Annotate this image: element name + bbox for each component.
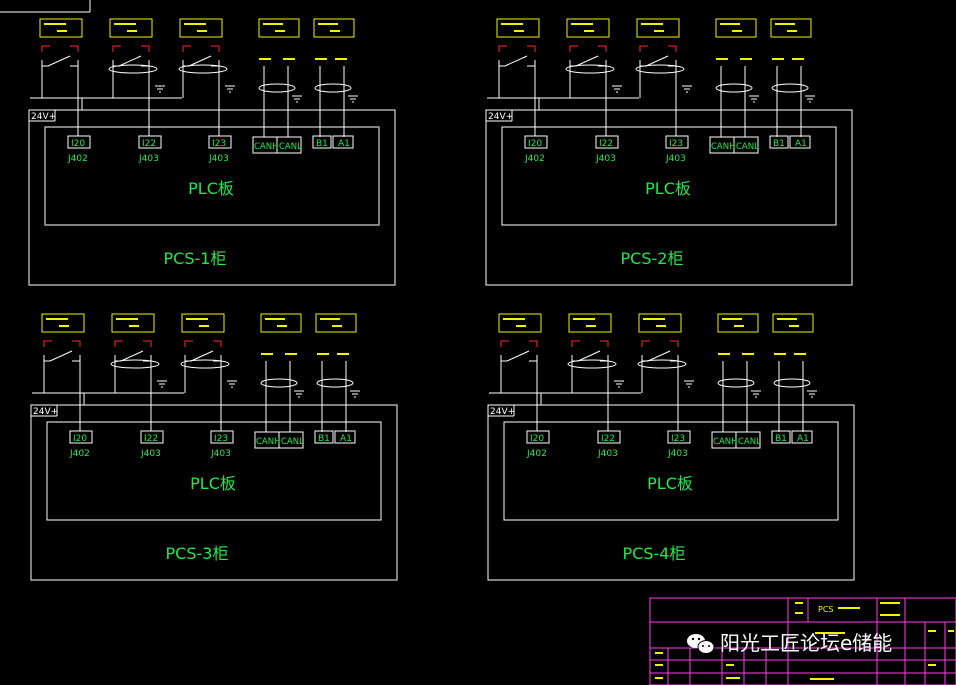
can-l-terminal: CANL: [736, 142, 759, 152]
connector-label: J403: [665, 154, 686, 164]
cabinet-label: PCS-4柜: [623, 544, 686, 563]
connector-label: J402: [526, 449, 547, 459]
cabinet-label: PCS-2柜: [621, 249, 684, 268]
input-terminal: I20: [73, 434, 87, 444]
cabinet-label: PCS-1柜: [164, 249, 227, 268]
input-terminal: I20: [71, 139, 85, 149]
connector-label: J402: [69, 449, 90, 459]
supply-label: 24V+: [33, 407, 58, 417]
rs485-b-terminal: B1: [773, 139, 785, 149]
title-pcs-label: PCS: [818, 605, 834, 614]
plc-board-label: PLC板: [190, 474, 236, 493]
connector-label: J403: [210, 449, 231, 459]
can-l-terminal: CANL: [281, 437, 304, 447]
cabinet-label: PCS-3柜: [166, 544, 229, 563]
connector-label: J402: [524, 154, 545, 164]
connector-label: J403: [597, 449, 618, 459]
watermark-text: 阳光工匠论坛e储能: [720, 631, 892, 655]
can-l-terminal: CANL: [279, 142, 302, 152]
wechat-icon: [687, 634, 715, 654]
connector-label: J403: [208, 154, 229, 164]
can-h-terminal: CANH: [711, 142, 736, 152]
rs485-a-terminal: A1: [338, 139, 350, 149]
connector-label: J403: [140, 449, 161, 459]
connector-label: J402: [67, 154, 88, 164]
supply-label: 24V+: [488, 112, 513, 122]
can-h-terminal: CANH: [713, 437, 738, 447]
input-terminal: I23: [671, 434, 685, 444]
input-terminal: I20: [528, 139, 542, 149]
rs485-a-terminal: A1: [340, 434, 352, 444]
connector-label: J403: [667, 449, 688, 459]
input-terminal: I23: [212, 139, 226, 149]
connector-label: J403: [138, 154, 159, 164]
plc-board-label: PLC板: [188, 179, 234, 198]
can-l-terminal: CANL: [738, 437, 761, 447]
rs485-a-terminal: A1: [795, 139, 807, 149]
input-terminal: I22: [144, 434, 158, 444]
input-terminal: I22: [142, 139, 156, 149]
supply-label: 24V+: [490, 407, 515, 417]
input-terminal: I23: [669, 139, 683, 149]
plc-board-label: PLC板: [645, 179, 691, 198]
connector-label: J403: [595, 154, 616, 164]
rs485-b-terminal: B1: [318, 434, 330, 444]
can-h-terminal: CANH: [254, 142, 279, 152]
rs485-a-terminal: A1: [797, 434, 809, 444]
can-h-terminal: CANH: [256, 437, 281, 447]
rs485-b-terminal: B1: [316, 139, 328, 149]
input-terminal: I22: [599, 139, 613, 149]
rs485-b-terminal: B1: [775, 434, 787, 444]
input-terminal: I20: [530, 434, 544, 444]
input-terminal: I22: [601, 434, 615, 444]
watermark: 阳光工匠论坛e储能: [687, 631, 892, 655]
supply-label: 24V+: [31, 112, 56, 122]
plc-board-label: PLC板: [647, 474, 693, 493]
input-terminal: I23: [214, 434, 228, 444]
